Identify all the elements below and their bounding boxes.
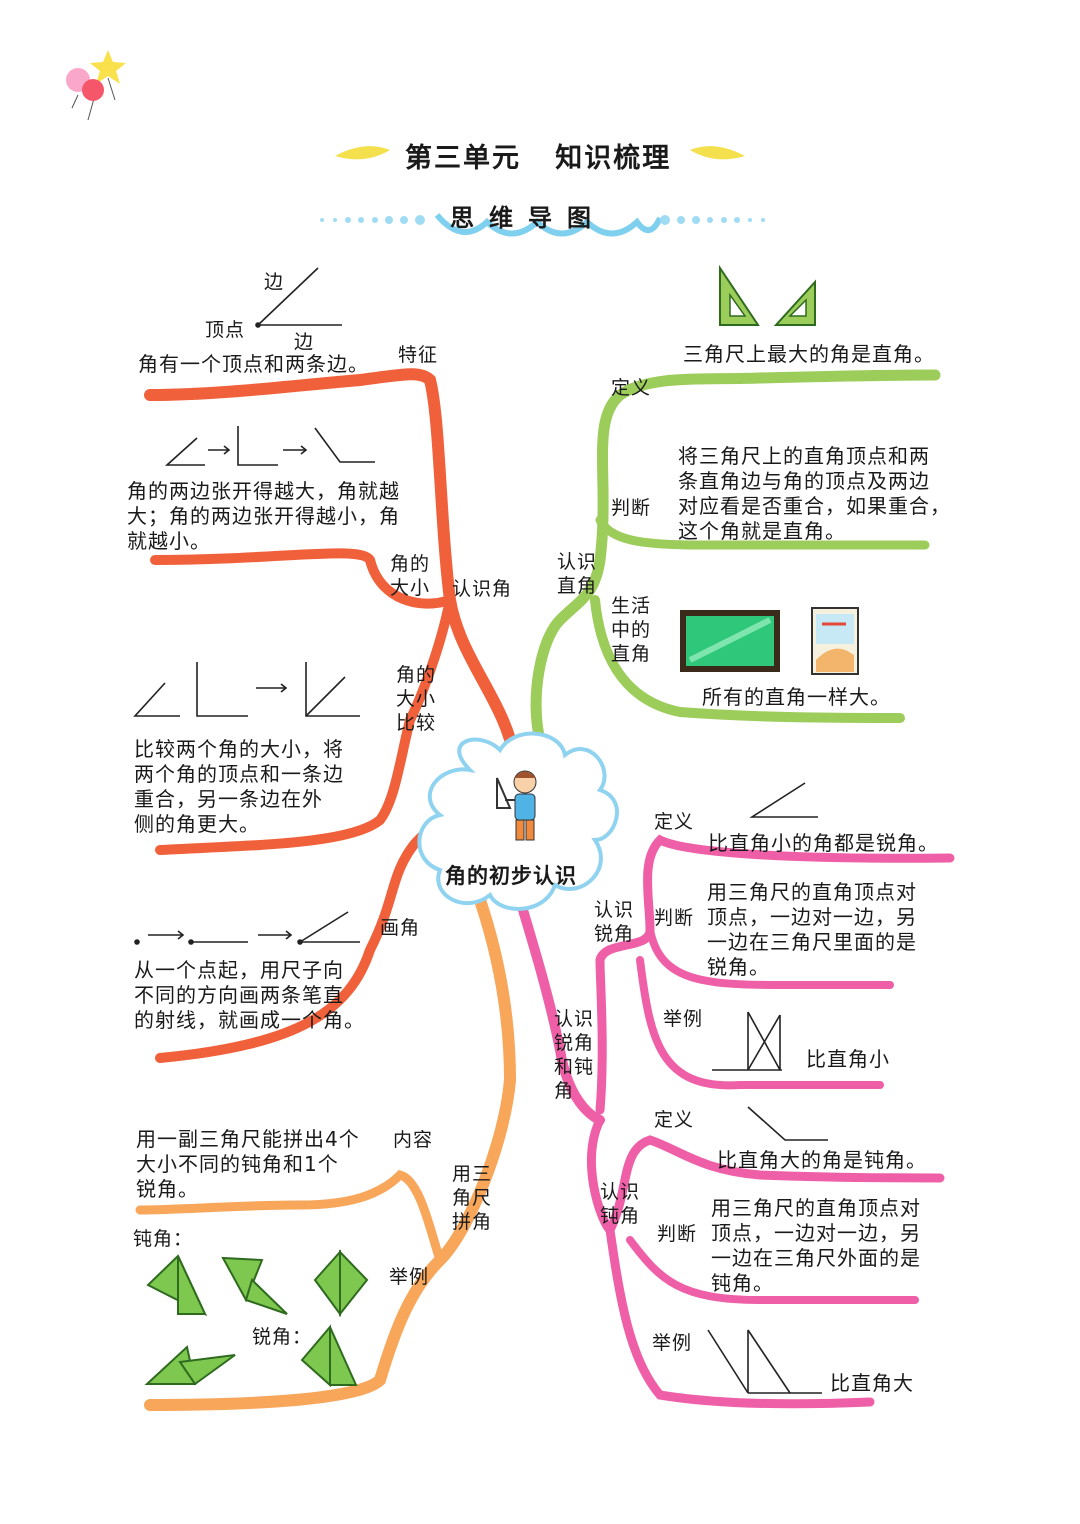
text-zhijiao-judge: 将三角尺上的直角顶点和两 条直角边与角的顶点及两边 对应看是否重合，如果重合， …: [678, 444, 951, 543]
book-icon: [811, 607, 859, 675]
label-draw: 画角: [380, 917, 421, 939]
label-acute-example: 举例: [663, 1008, 704, 1030]
caption-acute: 锐角：: [252, 1326, 313, 1348]
label-obtuse: 认识 钝角: [600, 1181, 641, 1227]
text-zhijiao-life: 所有的直角一样大。: [702, 685, 891, 709]
obtuse-angle-diagram: [747, 1106, 828, 1141]
text-obtuse-example: 比直角大: [830, 1371, 914, 1395]
label-obtuse-judge: 判断: [657, 1223, 698, 1245]
text-acute-definition: 比直角小的角都是锐角。: [708, 831, 939, 855]
label-features: 特征: [398, 344, 439, 366]
branch-label-renshi-jiao: 认识角: [452, 578, 513, 600]
diagram-side-top: 边: [264, 271, 285, 293]
text-compare: 比较两个角的大小，将 两个角的顶点和一条边 重合，另一条边在外 侧的角更大。: [134, 737, 344, 836]
label-acute-definition: 定义: [654, 811, 695, 833]
label-zhijiao-judge: 判断: [611, 497, 652, 519]
angle-size-diagram: [164, 426, 375, 466]
text-features: 角有一个顶点和两条边。: [138, 352, 369, 376]
text-zhijiao-definition: 三角尺上最大的角是直角。: [683, 342, 935, 366]
text-obtuse-definition: 比直角大的角是钝角。: [717, 1148, 927, 1172]
label-zhijiao-definition: 定义: [611, 377, 652, 399]
central-topic: 角的初步认识: [445, 864, 577, 888]
text-obtuse-judge: 用三角尺的直角顶点对 顶点，一边对一边，另 一边在三角尺外面的是 钝角。: [711, 1196, 921, 1295]
label-example-pinjiao: 举例: [389, 1266, 430, 1288]
label-acute: 认识 锐角: [594, 899, 635, 945]
text-acute-judge: 用三角尺的直角顶点对 顶点，一边对一边，另 一边在三角尺里面的是 锐角。: [707, 880, 917, 979]
text-acute-example: 比直角小: [806, 1047, 890, 1071]
text-content: 用一副三角尺能拼出4个 大小不同的钝角和1个 锐角。: [136, 1127, 360, 1201]
acute-angle-diagram: [749, 782, 818, 818]
acute-example-diagram: [712, 1011, 782, 1071]
boy-with-ruler-icon: [496, 770, 537, 841]
blackboard-icon: [680, 610, 780, 672]
diagram-side-bottom: 边: [294, 331, 315, 353]
text-draw: 从一个点起，用尺子向 不同的方向画两条笔直 的射线，就画成一个角。: [134, 958, 365, 1032]
label-obtuse-definition: 定义: [654, 1109, 695, 1131]
page-title: 第三单元 知识梳理: [405, 143, 672, 174]
draw-angle-diagram: [134, 911, 360, 945]
label-compare: 角的 大小 比较: [396, 664, 437, 734]
page-subtitle: 思维导图: [450, 204, 606, 232]
title-ornament-icon: [335, 146, 745, 160]
balloons-icon: [66, 50, 126, 121]
label-zhijiao-life: 生活 中的 直角: [611, 595, 652, 665]
branch-zhijiao: [530, 369, 941, 746]
subtitle-banner: [320, 213, 765, 237]
label-obtuse-example: 举例: [652, 1332, 693, 1354]
caption-obtuse: 钝角：: [133, 1228, 194, 1250]
branch-label-ruidun: 认识 锐角 和钝 角: [554, 1008, 595, 1102]
diagram-vertex: 顶点: [205, 319, 246, 341]
angle-compare-diagram: [133, 662, 360, 717]
set-square-icon: [719, 264, 816, 326]
label-size: 角的 大小: [390, 553, 431, 599]
branch-ruidun: [515, 834, 955, 1409]
label-acute-judge: 判断: [654, 907, 695, 929]
branch-label-zhijiao: 认识 直角: [557, 551, 598, 597]
set-square-combinations: [144, 1249, 369, 1388]
label-content: 内容: [393, 1129, 434, 1151]
angle-feature-diagram: [255, 267, 342, 328]
obtuse-example-diagram: [707, 1329, 822, 1394]
branch-label-pinjiao: 用三 角尺 拼角: [452, 1163, 493, 1233]
branch-pinjiao: [135, 894, 517, 1411]
text-size: 角的两边张开得越大，角就越 大；角的两边张开得越小，角 就越小。: [127, 479, 400, 553]
